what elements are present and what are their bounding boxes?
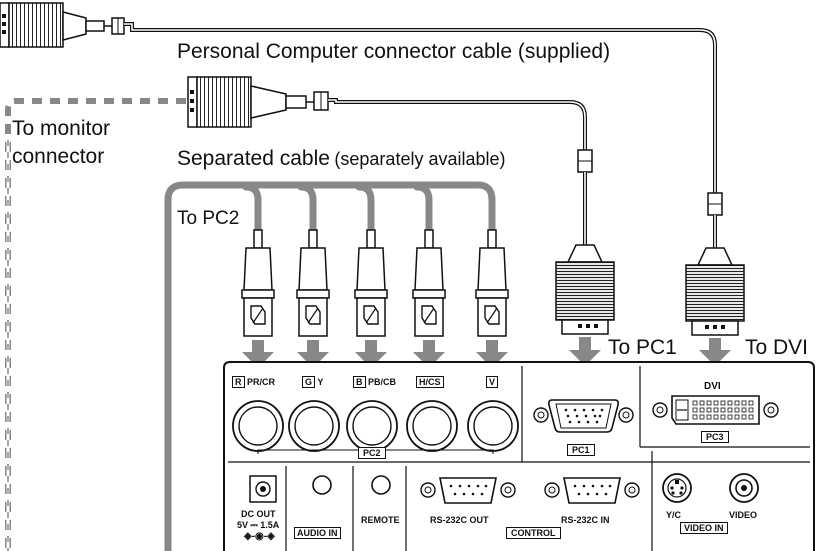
rs232c-in-label: RS-232C IN bbox=[561, 515, 610, 525]
dvi-socket bbox=[652, 395, 779, 425]
insert-arrows bbox=[242, 337, 731, 368]
rear-panel bbox=[223, 361, 815, 551]
to-monitor-label-2: connector bbox=[12, 145, 105, 168]
dvi-cable-ferrite bbox=[707, 192, 723, 216]
audio-in-jack bbox=[312, 475, 332, 495]
separated-cable-main: Separated cable bbox=[177, 147, 330, 170]
bnc-plug-b bbox=[354, 229, 388, 337]
separated-cable-label: Separated cable (separately available) bbox=[177, 147, 506, 171]
rs232c-out-socket bbox=[420, 477, 516, 504]
to-dvi-label: To DVI bbox=[745, 336, 809, 359]
video-in-label: VIDEO IN bbox=[680, 522, 728, 534]
rca-video-socket bbox=[729, 473, 759, 503]
rs232c-in-socket bbox=[544, 477, 640, 504]
monitor-cable-vga-plug bbox=[187, 76, 329, 128]
to-pc2-label: To PC2 bbox=[177, 208, 240, 229]
remote-label: REMOTE bbox=[361, 515, 400, 525]
audio-in-label: AUDIO IN bbox=[294, 527, 341, 539]
to-monitor-label-1: To monitor bbox=[12, 117, 111, 140]
bnc-plug-g bbox=[296, 229, 330, 337]
dvi-vga-plug bbox=[685, 247, 745, 336]
s-video-socket bbox=[662, 473, 692, 503]
rs232c-out-label: RS-232C OUT bbox=[430, 515, 489, 525]
pc1-vga-plug bbox=[555, 244, 615, 335]
monitor-cable-line bbox=[328, 98, 587, 245]
pc-cable-label: Personal Computer connector cable (suppl… bbox=[177, 40, 611, 63]
bnc-sockets bbox=[232, 400, 519, 452]
pc-cable-vga-plug-top bbox=[0, 2, 125, 48]
yc-label: Y/C bbox=[666, 510, 682, 520]
port-label-hc: H/CS bbox=[416, 376, 444, 388]
bnc-plug-hc bbox=[412, 229, 446, 337]
dc-out-label: DC OUT bbox=[241, 509, 276, 519]
bnc-plug-v bbox=[475, 229, 509, 337]
dc-out-jack bbox=[249, 475, 277, 503]
dc-rating-label: 5V ⎓ 1.5A bbox=[237, 520, 280, 530]
dvi-label: DVI bbox=[704, 381, 721, 392]
video-label: VIDEO bbox=[729, 510, 758, 520]
port-label-v: V bbox=[486, 376, 499, 388]
separated-cable-note: (separately available) bbox=[334, 149, 506, 169]
pc3-label: PC3 bbox=[701, 431, 729, 443]
separated-cable-bundle bbox=[164, 181, 496, 551]
monitor-dashed-line bbox=[5, 98, 186, 551]
dc-polarity-icon: ◈-◉-◈ bbox=[244, 531, 275, 542]
pc1-label: PC1 bbox=[567, 444, 595, 456]
pc1-cable-ferrite bbox=[577, 149, 593, 173]
control-label: CONTROL bbox=[506, 527, 561, 539]
port-label-b: B PB/CB bbox=[353, 376, 396, 388]
port-label-r: R PR/CR bbox=[232, 376, 275, 388]
pc2-label: PC2 bbox=[358, 447, 386, 459]
port-label-g: G Y bbox=[302, 376, 323, 388]
bnc-plugs bbox=[241, 229, 509, 337]
bnc-plug-r bbox=[241, 229, 275, 337]
pc1-dsub-socket bbox=[533, 399, 634, 433]
remote-jack bbox=[371, 475, 391, 495]
to-pc1-label: To PC1 bbox=[608, 336, 677, 359]
